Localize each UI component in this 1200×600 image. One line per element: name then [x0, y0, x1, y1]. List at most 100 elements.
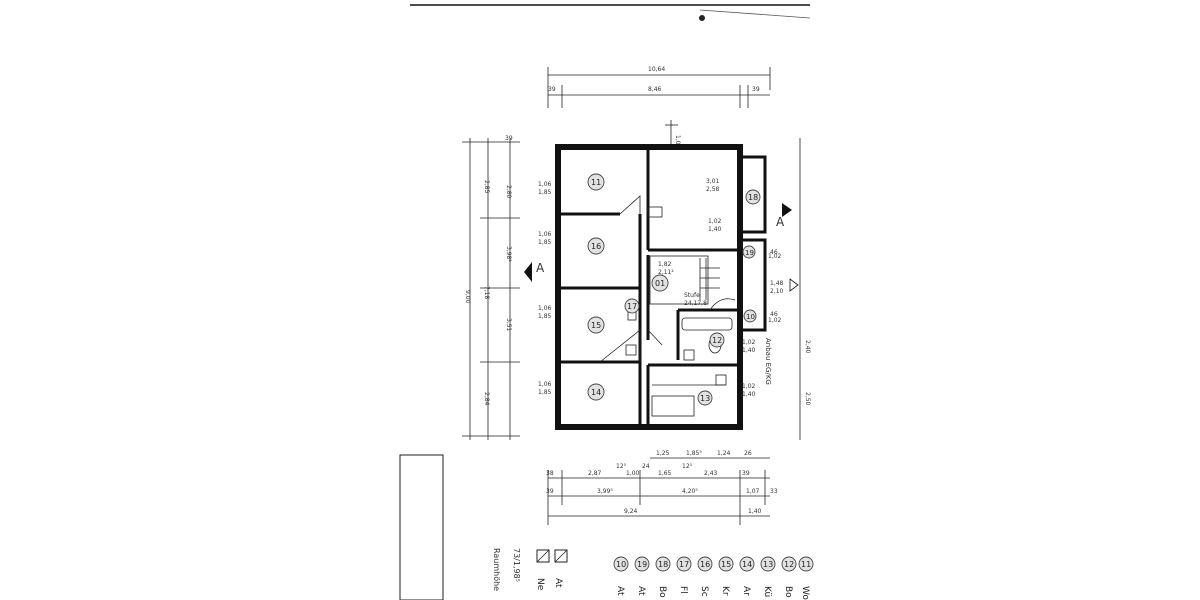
- legend-number-10: 10: [616, 560, 626, 569]
- dim-top-wall-mark: 1,00: [674, 135, 681, 149]
- right-small-a: 46: [770, 249, 778, 256]
- dim-left-seg-3: 3,51: [505, 318, 512, 332]
- sheet-border: [410, 4, 811, 21]
- room-16-dim-a: 1,06: [538, 231, 552, 238]
- dim-left-top-small: 39: [505, 135, 513, 142]
- room-15-dim-b: 1,85: [538, 313, 552, 320]
- right-dims-a: 1,48: [770, 280, 784, 287]
- room-14-dim-a: 1,06: [538, 381, 552, 388]
- room-19-dim: 1,02: [768, 253, 782, 260]
- section-marker-right: A: [776, 203, 799, 292]
- stair-text-b: 24,17,8: [684, 300, 707, 307]
- room-19: 19 1,02: [742, 245, 782, 260]
- legend-number-15: 15: [721, 560, 731, 569]
- room-13-dim-b: 1,40: [742, 391, 756, 398]
- room-18-dim-b: 1,40: [708, 226, 722, 233]
- room-12: 12 1,02 1,40: [709, 332, 756, 354]
- legend-label-16: Sc: [699, 586, 709, 597]
- dim-bottom-r1-1: 1,85⁵: [686, 450, 702, 457]
- right-note: Anbau EG/KG: [764, 338, 772, 385]
- dim-bottom-r3-2: 4,20⁵: [682, 488, 698, 495]
- room-12-dim-b: 1,40: [742, 347, 756, 354]
- dim-left-seg-2: 3,98⁵: [505, 246, 512, 262]
- stair-text-a: Stufe: [684, 292, 700, 299]
- room-18-label: 18: [748, 193, 758, 202]
- room-13-dim-a: 1,02: [742, 383, 756, 390]
- dim-bottom-r3-4: 33: [770, 488, 778, 495]
- section-marker-right-label: A: [776, 215, 785, 229]
- dim-bottom-r2-6: 12⁵: [682, 463, 693, 470]
- room-19-label: 19: [745, 249, 754, 257]
- room-18: 18 1,02 1,40 3,01 2,58: [706, 178, 761, 233]
- dim-top-right-small: 39: [752, 86, 760, 93]
- legend-label-14: Ar: [741, 586, 751, 596]
- room-10: 10 1,02: [743, 309, 782, 324]
- dim-left-seg-4: 2,84: [483, 392, 490, 406]
- section-marker-left: A: [524, 261, 545, 282]
- dim-bottom-r3-3: 1,07: [746, 488, 760, 495]
- legend-number-18: 18: [658, 560, 668, 569]
- room-15-dim-a: 1,06: [538, 305, 552, 312]
- room-14-dim-b: 1,85: [538, 389, 552, 396]
- dim-bottom-r2-5: 1,65: [658, 470, 672, 477]
- legend-number-14: 14: [742, 560, 752, 569]
- dim-left-secondary-1: 2,80: [505, 185, 512, 199]
- room-18-extra-a: 3,01: [706, 178, 720, 185]
- dim-bottom-r2-0: 38: [546, 470, 554, 477]
- legend-label-10: At: [615, 586, 625, 596]
- legend-number-12: 12: [784, 560, 794, 569]
- dim-bottom-r3-0: 39: [546, 488, 554, 495]
- room-height-value: 73/1,98⁵: [512, 548, 521, 582]
- dim-bottom-r2-8: 39: [742, 470, 750, 477]
- room-13: 13 1,02 1,40: [697, 383, 756, 406]
- dim-bottom-r3-1: 3,99⁵: [597, 488, 613, 495]
- legend-label-17: Fl: [678, 586, 688, 594]
- room-11-dim-a: 1,06: [538, 181, 552, 188]
- room-11-label: 11: [591, 178, 601, 187]
- legend-number-16: 16: [700, 560, 710, 569]
- bottom-dimension-lines: 1,25 1,85⁵ 1,24 26 38 2,87 12⁵ 1,00 24 1…: [546, 450, 778, 525]
- room-11-dim-b: 1,85: [538, 189, 552, 196]
- room-16-dim-b: 1,85: [538, 239, 552, 246]
- right-annotations: 2,50 2,40 46 46 1,48 2,10 Anbau EG/KG: [764, 138, 811, 440]
- dim-left-secondary-2: 7,18: [483, 286, 490, 300]
- dim-bottom-r2-4: 24: [642, 463, 650, 470]
- room-01-dim-b: 2,11²: [658, 269, 674, 276]
- room-14-label: 14: [591, 388, 601, 397]
- right-dims-b: 2,10: [770, 288, 784, 295]
- legend-label-18: Bo: [657, 586, 667, 598]
- room-12-dim-a: 1,02: [742, 339, 756, 346]
- room-17-label: 17: [627, 302, 637, 311]
- dim-left-seg-1: 2,85: [483, 180, 490, 194]
- legend-number-17: 17: [679, 560, 689, 569]
- legend-area: Raumhöhe 73/1,98⁵ Ne At: [399, 454, 568, 600]
- room-10-label: 10: [746, 313, 755, 321]
- dim-bottom-r1-0: 1,25: [656, 450, 670, 457]
- room-16: 16 1,06 1,85: [538, 231, 605, 255]
- dim-top-left-small: 39: [548, 86, 556, 93]
- room-17: 17: [624, 298, 640, 314]
- room-18-dim-a: 1,02: [708, 218, 722, 225]
- legend-label-11: Wo: [800, 586, 810, 600]
- right-dim-a: 2,50: [804, 392, 811, 406]
- dim-bottom-r2-7: 2,43: [704, 470, 718, 477]
- dim-bottom-r1-2: 1,24: [717, 450, 731, 457]
- building-walls: [555, 144, 767, 430]
- dim-bottom-total: 9,24: [624, 508, 638, 515]
- room-15-label: 15: [591, 321, 601, 330]
- dim-top-inner: 8,46: [648, 86, 662, 93]
- dim-top-total: 10,64: [648, 66, 665, 73]
- legend-label-12: Bo: [783, 586, 793, 598]
- dim-left-total: 9,00: [464, 290, 471, 304]
- top-dimension-lines: 10,64 8,46 39 39 1,00: [547, 66, 771, 149]
